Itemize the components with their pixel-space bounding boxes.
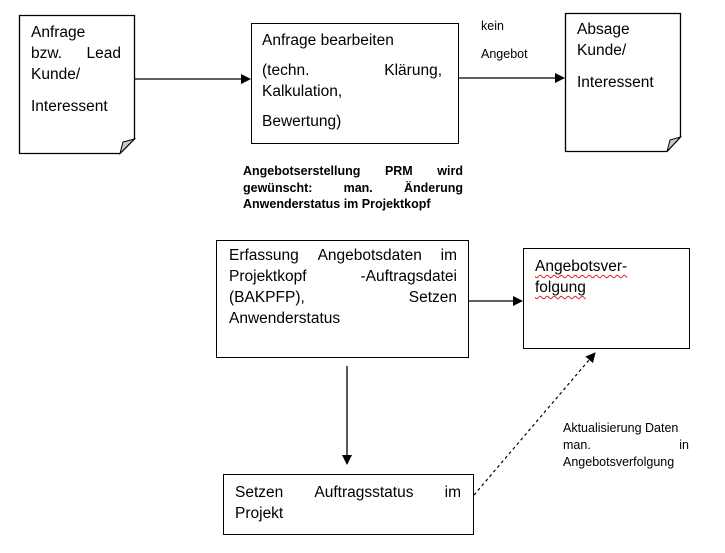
erfassung-line-1: Erfassung Angebotsdaten im — [229, 245, 457, 266]
akt-line-3: Angebotsverfolgung — [563, 455, 675, 469]
label-angebotserstellung: Angebotserstellung PRM wird gewünscht: m… — [243, 163, 463, 213]
bearbeiten-title: Anfrage bearbeiten — [262, 32, 394, 49]
a1: Setzen — [235, 484, 284, 501]
auftragsstatus-line-2: Projekt — [235, 505, 284, 522]
node-setzen-auftragsstatus — [223, 474, 474, 535]
e4: Projektkopf — [229, 268, 307, 285]
node-verfolgung-text: Angebotsver- folgung — [535, 256, 627, 298]
node-auftragsstatus-text: Setzen Auftragsstatus im Projekt — [235, 482, 461, 524]
w5: man. — [343, 180, 373, 195]
e1: Erfassung — [229, 247, 299, 264]
a3: im — [444, 484, 461, 501]
node-erfassung-angebotsdaten — [216, 240, 469, 358]
anfrage-word-bzw: bzw. — [31, 45, 63, 62]
w6: Änderung — [403, 180, 463, 195]
e2: Angebotsdaten — [317, 247, 422, 264]
node-angebotsverfolgung — [523, 248, 690, 349]
w3: wird — [437, 164, 463, 178]
node-anfrage-bearbeiten — [251, 23, 459, 144]
w2: PRM — [384, 164, 413, 178]
auftragsstatus-line-1: Setzen Auftragsstatus im — [235, 482, 461, 503]
fold-corner-anfrage — [119, 138, 137, 156]
w1: Angebotserstellung — [243, 164, 361, 178]
anfrage-line-1: Anfrage — [31, 24, 86, 41]
akt-in: in — [679, 438, 689, 452]
akt-man: man. — [563, 438, 591, 452]
bearbeiten-word-klaerung: Klärung, — [384, 62, 442, 79]
bearbeiten-line-2: (techn. Klärung, — [262, 60, 442, 81]
anfrage-line-2: bzw. Lead — [31, 43, 121, 64]
bearbeiten-word-techn: (techn. — [262, 62, 310, 79]
akt-line-1: Aktualisierung Daten — [563, 421, 679, 435]
absage-line-2: Kunde/ — [577, 42, 627, 59]
verfolgung-line-1: Angebotsver- — [535, 258, 628, 275]
angebotserstellung-line-3: Anwenderstatus im Projektkopf — [243, 197, 431, 211]
angebotserstellung-line-2: gewünscht: man. Änderung — [243, 180, 463, 197]
anfrage-line-3: Kunde/ — [31, 66, 81, 83]
anfrage-line-4: Interessent — [31, 98, 108, 115]
verfolgung-line-2: folgung — [535, 279, 586, 296]
w4: gewünscht: — [243, 180, 313, 195]
absage-line-3: Interessent — [577, 74, 654, 91]
e5: -Auftragsdatei — [360, 268, 458, 285]
node-erfassung-text: Erfassung Angebotsdaten im Projektkopf -… — [229, 245, 457, 329]
node-anfrage-text: Anfrage bzw. Lead Kunde/ Interessent — [31, 22, 121, 117]
bearbeiten-line-4: Bewertung) — [262, 113, 342, 130]
node-absage-text: Absage Kunde/ Interessent — [577, 19, 672, 93]
absage-line-1: Absage — [577, 21, 630, 38]
label-kein-angebot: kein Angebot — [481, 18, 528, 62]
e3: im — [440, 247, 457, 264]
e7: Setzen — [408, 289, 457, 306]
a2: Auftragsstatus — [314, 484, 414, 501]
e6: (BAKPFP), — [229, 289, 305, 306]
arrow-auftragsstatus-to-verfolgung-dashed — [473, 352, 596, 496]
fold-corner-absage — [666, 136, 683, 152]
erfassung-line-4: Anwenderstatus — [229, 310, 341, 327]
akt-line-2: man. in — [563, 437, 689, 454]
label-kein: kein — [481, 19, 504, 33]
label-aktualisierung: Aktualisierung Daten man. in Angebotsver… — [563, 420, 689, 471]
erfassung-line-3: (BAKPFP), Setzen — [229, 287, 457, 308]
anfrage-word-lead: Lead — [86, 45, 121, 62]
erfassung-line-2: Projektkopf -Auftragsdatei — [229, 266, 457, 287]
label-angebot: Angebot — [481, 47, 528, 61]
angebotserstellung-line-1: Angebotserstellung PRM wird — [243, 163, 463, 180]
bearbeiten-line-3: Kalkulation, — [262, 83, 343, 100]
node-bearbeiten-text: Anfrage bearbeiten (techn. Klärung, Kalk… — [262, 30, 442, 132]
